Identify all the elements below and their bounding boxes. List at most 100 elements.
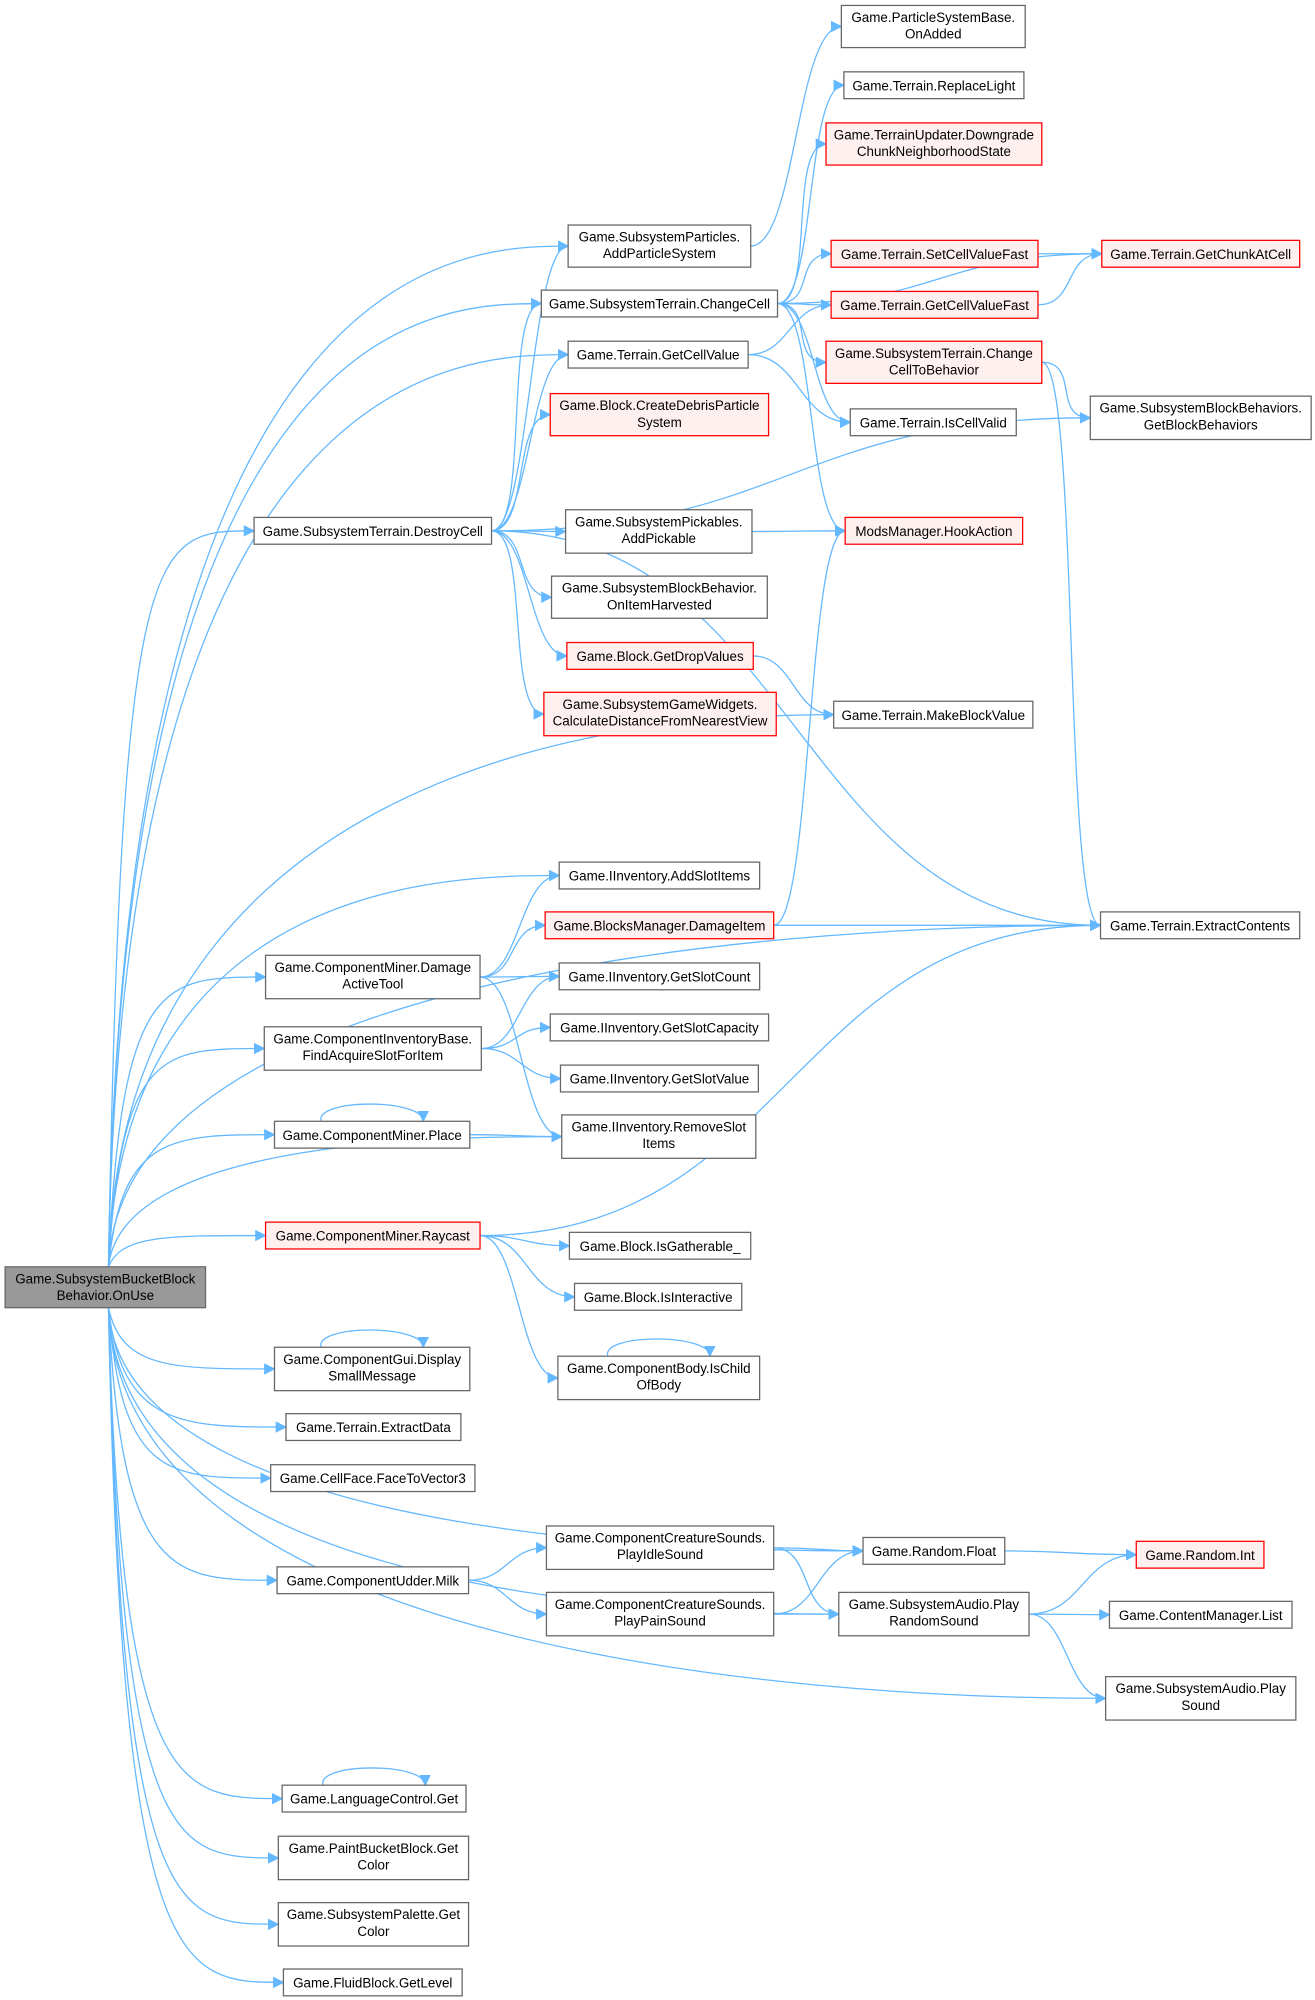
node-getchunk[interactable]: Game.Terrain.GetChunkAtCell <box>1101 239 1301 268</box>
node-langget[interactable]: Game.LanguageControl.Get <box>281 1784 467 1813</box>
node-place[interactable]: Game.ComponentMiner.Place <box>273 1120 471 1149</box>
node-label: PlayIdleSound <box>617 1547 703 1562</box>
node-box <box>849 408 1017 437</box>
edge-damagetool-to-damageitem <box>480 919 547 978</box>
node-randint[interactable]: Game.Random.Int <box>1135 1540 1265 1569</box>
node-box <box>825 122 1043 166</box>
node-findacquire[interactable]: Game.ComponentInventoryBase.FindAcquireS… <box>263 1026 482 1071</box>
edge-main-to-palettecolor <box>107 1307 280 1931</box>
node-addpickable[interactable]: Game.SubsystemPickables.AddPickable <box>564 509 753 554</box>
node-contentlist[interactable]: Game.ContentManager.List <box>1108 1600 1293 1629</box>
node-damageitem[interactable]: Game.BlocksManager.DamageItem <box>544 911 775 940</box>
node-makebv[interactable]: Game.Terrain.MakeBlockValue <box>833 700 1034 729</box>
node-box <box>840 4 1026 49</box>
edge-findacquire-to-slotcount <box>481 970 561 1050</box>
node-box <box>276 1566 470 1595</box>
edge-damagetool-to-slotcount <box>480 970 561 983</box>
node-box <box>844 516 1024 545</box>
node-iscellvalid[interactable]: Game.Terrain.IsCellValid <box>849 408 1017 437</box>
node-addslot[interactable]: Game.IInventory.AddSlotItems <box>558 861 761 890</box>
node-slotcount[interactable]: Game.IInventory.GetSlotCount <box>558 962 761 991</box>
edge-randfloat-to-randint <box>1004 1548 1138 1561</box>
edge-getcv-to-iscellvalid <box>748 353 852 429</box>
node-interactive[interactable]: Game.Block.IsInteractive <box>573 1282 743 1311</box>
edge-raycast-to-extractcontents <box>480 919 1102 1237</box>
node-addps[interactable]: Game.SubsystemParticles.AddParticleSyste… <box>567 224 752 268</box>
edge-main-to-milk <box>107 1307 279 1587</box>
node-replacelight[interactable]: Game.Terrain.ReplaceLight <box>843 71 1025 100</box>
edge-ischild-to-ischild <box>607 1338 716 1358</box>
node-box <box>540 289 779 318</box>
edge-main-to-damagetool <box>107 971 267 1267</box>
node-label: Game.ComponentInventoryBase. <box>273 1031 472 1046</box>
node-extractcontents[interactable]: Game.Terrain.ExtractContents <box>1099 911 1301 940</box>
node-box <box>559 1064 759 1093</box>
node-label: Game.SubsystemTerrain.Change <box>835 346 1033 361</box>
node-hook[interactable]: ModsManager.HookAction <box>844 516 1024 545</box>
node-label: Game.SubsystemPalette.Get <box>287 1907 461 1922</box>
node-box <box>1135 1540 1265 1569</box>
node-idlesound[interactable]: Game.ComponentCreatureSounds.PlayIdleSou… <box>545 1525 775 1571</box>
node-label: Game.Terrain.ExtractData <box>296 1420 451 1435</box>
node-downgrade[interactable]: Game.TerrainUpdater.DowngradeChunkNeighb… <box>825 122 1043 166</box>
node-getcv[interactable]: Game.Terrain.GetCellValue <box>567 340 749 369</box>
edge-main-to-addps <box>107 240 570 1267</box>
edge-damagetool-to-addslot <box>480 869 561 978</box>
node-calcdist[interactable]: Game.SubsystemGameWidgets.CalculateDista… <box>543 691 777 737</box>
node-milk[interactable]: Game.ComponentUdder.Milk <box>276 1566 470 1595</box>
node-getcvf[interactable]: Game.Terrain.GetCellValueFast <box>830 290 1039 319</box>
edge-getdrop-to-makebv <box>753 655 835 721</box>
node-box <box>1108 1600 1293 1629</box>
node-extractdata[interactable]: Game.Terrain.ExtractData <box>285 1413 462 1442</box>
node-label: Game.SubsystemBlockBehavior. <box>562 581 757 596</box>
node-box <box>270 1464 476 1493</box>
node-facetovec[interactable]: Game.CellFace.FaceToVector3 <box>270 1464 476 1493</box>
node-label: Game.ComponentMiner.Damage <box>275 960 472 975</box>
node-changecell[interactable]: Game.SubsystemTerrain.ChangeCell <box>540 289 779 318</box>
node-gatherable[interactable]: Game.Block.IsGatherable_ <box>568 1231 752 1260</box>
node-randfloat[interactable]: Game.Random.Float <box>862 1536 1006 1565</box>
node-onadded[interactable]: Game.ParticleSystemBase.OnAdded <box>840 4 1026 49</box>
node-slotcap[interactable]: Game.IInventory.GetSlotCapacity <box>549 1013 770 1042</box>
edge-raycast-to-interactive <box>480 1234 576 1303</box>
node-label: Game.Terrain.ReplaceLight <box>852 78 1015 93</box>
node-label: OnAdded <box>905 27 962 42</box>
node-label: Game.CellFace.FaceToVector3 <box>280 1471 466 1486</box>
node-label: Game.IInventory.RemoveSlot <box>571 1120 746 1135</box>
node-label: Color <box>357 1924 390 1939</box>
edge-smallmsg-to-smallmsg <box>320 1329 429 1349</box>
edge-changecell-to-hook <box>777 302 847 537</box>
node-cctb[interactable]: Game.SubsystemTerrain.ChangeCellToBehavi… <box>825 340 1043 384</box>
node-raycast[interactable]: Game.ComponentMiner.Raycast <box>264 1221 481 1250</box>
edge-playrandom-to-randint <box>1029 1548 1138 1615</box>
edge-main-to-findacquire <box>107 1042 266 1267</box>
edge-place-to-place <box>320 1103 429 1123</box>
node-harvested[interactable]: Game.SubsystemBlockBehavior.OnItemHarves… <box>550 575 768 619</box>
node-label: RandomSound <box>889 1614 978 1629</box>
node-label: Color <box>357 1857 390 1872</box>
node-fluidlevel[interactable]: Game.FluidBlock.GetLevel <box>282 1968 463 1997</box>
node-painsound[interactable]: Game.ComponentCreatureSounds.PlayPainSou… <box>545 1591 775 1637</box>
node-getbb[interactable]: Game.SubsystemBlockBehaviors.GetBlockBeh… <box>1089 395 1312 441</box>
node-setcvf[interactable]: Game.Terrain.SetCellValueFast <box>830 239 1039 268</box>
node-box <box>253 516 493 545</box>
edge-destroycell-to-debris <box>491 408 552 532</box>
node-box <box>558 962 761 991</box>
node-box <box>568 1231 752 1260</box>
edge-destroycell-to-harvested <box>491 530 553 603</box>
node-getdrop[interactable]: Game.Block.GetDropValues <box>566 641 754 670</box>
node-destroycell[interactable]: Game.SubsystemTerrain.DestroyCell <box>253 516 493 545</box>
node-label: Behavior.OnUse <box>57 1288 155 1303</box>
edge-changecell-to-downgrade <box>777 138 828 305</box>
node-slotvalue[interactable]: Game.IInventory.GetSlotValue <box>559 1064 759 1093</box>
